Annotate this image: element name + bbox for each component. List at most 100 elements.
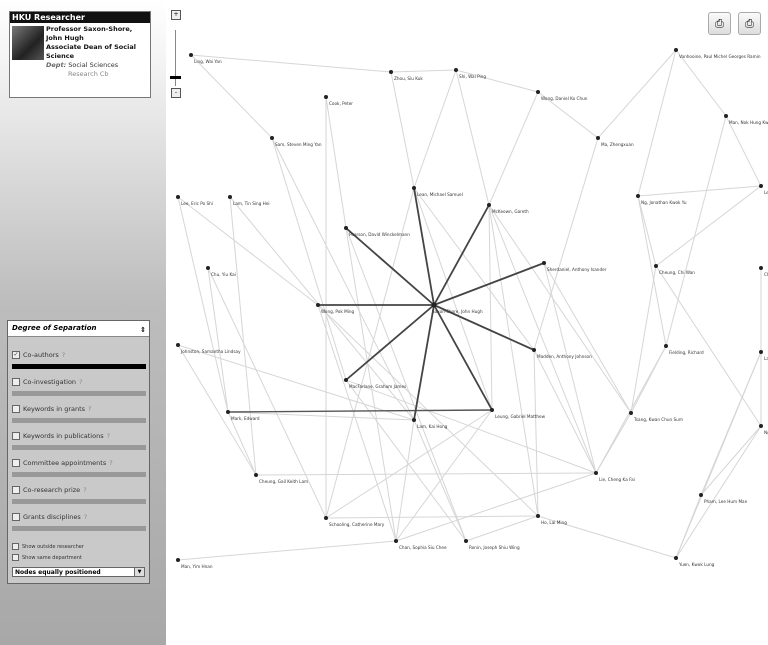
graph-node-label[interactable]: Lam, Kai Hong	[417, 424, 448, 429]
graph-node-label[interactable]: Lee, Eric Po Shi	[181, 201, 213, 206]
graph-node-label[interactable]: Lam, Tin Sing Hei	[233, 201, 270, 206]
help-icon[interactable]: ?	[83, 486, 87, 494]
zoom-track[interactable]	[175, 30, 176, 86]
graph-node[interactable]	[674, 48, 678, 52]
graph-node[interactable]	[176, 558, 180, 562]
option-grants-disciplines[interactable]: Grants disciplines?	[12, 513, 146, 521]
graph-node[interactable]	[412, 186, 416, 190]
help-icon[interactable]: ?	[61, 351, 66, 359]
checkbox-co-investigation[interactable]	[12, 378, 20, 386]
graph-node-label[interactable]: Yuen, Kwok Lung	[678, 562, 715, 567]
graph-node[interactable]	[536, 90, 540, 94]
help-icon[interactable]: ?	[83, 513, 88, 521]
graph-node-label[interactable]: Leung, Suen Yuen	[764, 190, 768, 195]
option-keywords-publications[interactable]: Keywords in publications?	[12, 432, 146, 440]
graph-node-label[interactable]: Leung, Gabriel Matthew	[495, 414, 546, 419]
slider-co-authors[interactable]	[12, 364, 146, 369]
option-committee-appointments[interactable]: Committee appointments?	[12, 459, 146, 467]
graph-node[interactable]	[176, 195, 180, 199]
graph-node-label[interactable]: Man, Yim Hnan	[181, 564, 213, 569]
graph-node[interactable]	[542, 261, 546, 265]
slider-co-investigation[interactable]	[12, 391, 146, 396]
graph-node-label[interactable]: Shi, Wai Ping	[459, 74, 486, 79]
graph-node-label[interactable]: Tsang, Kwan Chun Sum	[633, 417, 683, 422]
graph-node[interactable]	[176, 343, 180, 347]
graph-node-label[interactable]: Chu, Yiu Kai	[211, 272, 236, 277]
graph-node[interactable]	[389, 70, 393, 74]
graph-node-label[interactable]: Schooling, Catherine Mary	[329, 522, 385, 527]
checkbox-show-outside[interactable]	[12, 543, 19, 550]
option-co-research-prize[interactable]: Co-research prize?	[12, 486, 146, 494]
graph-node-label[interactable]: Saxon-Shore, John Hugh	[432, 309, 483, 314]
graph-node[interactable]	[759, 266, 763, 270]
graph-node-label[interactable]: Sam, Steven Ming Yan	[275, 142, 322, 147]
graph-node[interactable]	[724, 114, 728, 118]
graph-node[interactable]	[226, 410, 230, 414]
checkbox-show-same-dept[interactable]	[12, 554, 19, 561]
graph-node-label[interactable]: Pham, Lee Hum Man	[704, 499, 748, 504]
graph-node-label[interactable]: Lie, Cheng Ka Fai	[599, 477, 635, 482]
graph-node[interactable]	[759, 184, 763, 188]
help-icon[interactable]: ?	[79, 378, 83, 386]
graph-node-label[interactable]: McKeown, Gareth	[492, 209, 529, 214]
graph-node-label[interactable]: Wong, Pok Ming	[321, 309, 355, 314]
option-show-same-dept[interactable]: Show same department	[12, 554, 82, 561]
checkbox-keywords-grants[interactable]	[12, 405, 20, 413]
option-keywords-grants[interactable]: Keywords in grants?	[12, 405, 146, 413]
nodes-layout-select[interactable]: Nodes equally positioned▼	[12, 567, 145, 577]
graph-node[interactable]	[431, 302, 437, 308]
option-co-authors[interactable]: ✓Co-authors?	[12, 351, 146, 359]
graph-node-label[interactable]: Wong, Daniel Ko Chun	[541, 96, 588, 101]
graph-node[interactable]	[344, 378, 348, 382]
help-icon[interactable]: ?	[88, 405, 92, 413]
zoom-out-icon[interactable]: -	[171, 88, 181, 98]
graph-node[interactable]	[344, 226, 348, 230]
graph-node[interactable]	[228, 195, 232, 199]
slider-keywords-publications[interactable]	[12, 445, 146, 450]
graph-node[interactable]	[316, 303, 320, 307]
graph-node[interactable]	[254, 473, 258, 477]
chevron-down-icon[interactable]: ▼	[134, 568, 144, 576]
graph-node-label[interactable]: Ma, Zhengxuan	[601, 142, 634, 147]
graph-node[interactable]	[324, 516, 328, 520]
graph-node[interactable]	[412, 418, 416, 422]
graph-node[interactable]	[654, 264, 658, 268]
research-link[interactable]: Research Cb	[68, 70, 109, 78]
checkbox-committee-appointments[interactable]	[12, 459, 20, 467]
graph-node-label[interactable]: Sherdaniel, Anthony Isander	[547, 267, 607, 272]
graph-node[interactable]	[594, 471, 598, 475]
graph-node-label[interactable]: Man, Nok Hung Kwong	[729, 120, 768, 125]
graph-node-label[interactable]: Vanhooine, Paul Michel Georges Ramin	[679, 54, 761, 59]
help-icon[interactable]: ?	[109, 459, 113, 467]
graph-node[interactable]	[206, 266, 210, 270]
graph-node-label[interactable]: MacFarlane, Graham James	[349, 384, 406, 389]
graph-node[interactable]	[664, 344, 668, 348]
graph-node[interactable]	[454, 68, 458, 72]
graph-node[interactable]	[490, 408, 494, 412]
graph-node[interactable]	[532, 348, 536, 352]
graph-node-label[interactable]: Cheung, Chi Wan	[659, 270, 695, 275]
option-co-investigation[interactable]: Co-investigation?	[12, 378, 146, 386]
checkbox-grants-disciplines[interactable]	[12, 513, 20, 521]
checkbox-co-authors[interactable]: ✓	[12, 351, 20, 359]
graph-node-label[interactable]: Ngan, Wai Hung	[764, 430, 768, 435]
graph-node-label[interactable]: Lean, Michael Samuel	[417, 192, 463, 197]
graph-node-label[interactable]: Fielding, Richard	[669, 350, 704, 355]
graph-node[interactable]	[674, 556, 678, 560]
slider-co-research-prize[interactable]	[12, 499, 146, 504]
graph-node[interactable]	[394, 539, 398, 543]
slider-grants-disciplines[interactable]	[12, 526, 146, 531]
slider-keywords-grants[interactable]	[12, 418, 146, 423]
graph-node-label[interactable]: Ling, Wai Yan	[194, 59, 222, 64]
zoom-control[interactable]: + -	[170, 10, 182, 98]
graph-node-label[interactable]: Ng, Jonathan Kwok Yu	[641, 200, 687, 205]
graph-node-label[interactable]: Ho, Lai Ming	[541, 520, 567, 525]
graph-node-label[interactable]: Lau	[764, 356, 768, 361]
graph-node[interactable]	[324, 95, 328, 99]
option-show-outside[interactable]: Show outside researcher	[12, 543, 84, 550]
graph-node-label[interactable]: Cheung, Gail Keith Lam	[259, 479, 308, 484]
graph-node-label[interactable]: Madden, Anthony Johnson	[537, 354, 592, 359]
graph-node-label[interactable]: Pearson, David Winckelmann	[349, 232, 410, 237]
